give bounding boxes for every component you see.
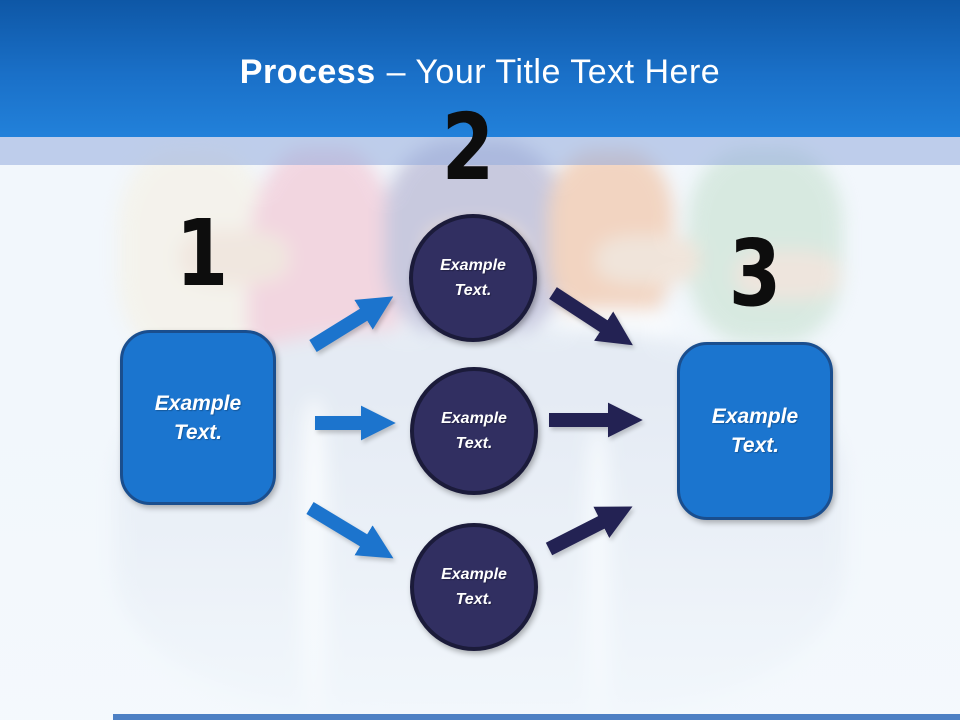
process-box-step-1: Example Text. [120, 330, 276, 505]
header-bar [0, 0, 960, 137]
arrow-right-bottom [545, 506, 633, 556]
process-circle-top: Example Text. [409, 214, 537, 342]
step-number-2: 2 [441, 94, 495, 201]
footer-accent-bar [113, 714, 960, 720]
process-circle-label: Example Text. [441, 566, 507, 608]
slide-title-bold: Process [239, 53, 376, 91]
process-box-step-3: Example Text. [677, 342, 833, 520]
arrow-right-top [549, 287, 633, 346]
arrow-left-top [309, 296, 394, 352]
process-circle-bottom: Example Text. [410, 523, 538, 651]
arrow-left-bottom [306, 502, 394, 559]
slide-title-regular: – Your Title Text Here [386, 53, 721, 91]
process-box-label: Example Text. [711, 405, 799, 457]
header-accent-band [0, 137, 960, 165]
process-circle-label: Example Text. [440, 257, 506, 299]
process-box-label: Example Text. [154, 391, 242, 444]
step-number-3: 3 [728, 220, 782, 327]
process-circle-label: Example Text. [441, 410, 507, 452]
process-circle-middle: Example Text. [410, 367, 538, 495]
slide-title: Process – Your Title Text Here [0, 50, 960, 94]
step-number-1: 1 [175, 200, 229, 307]
